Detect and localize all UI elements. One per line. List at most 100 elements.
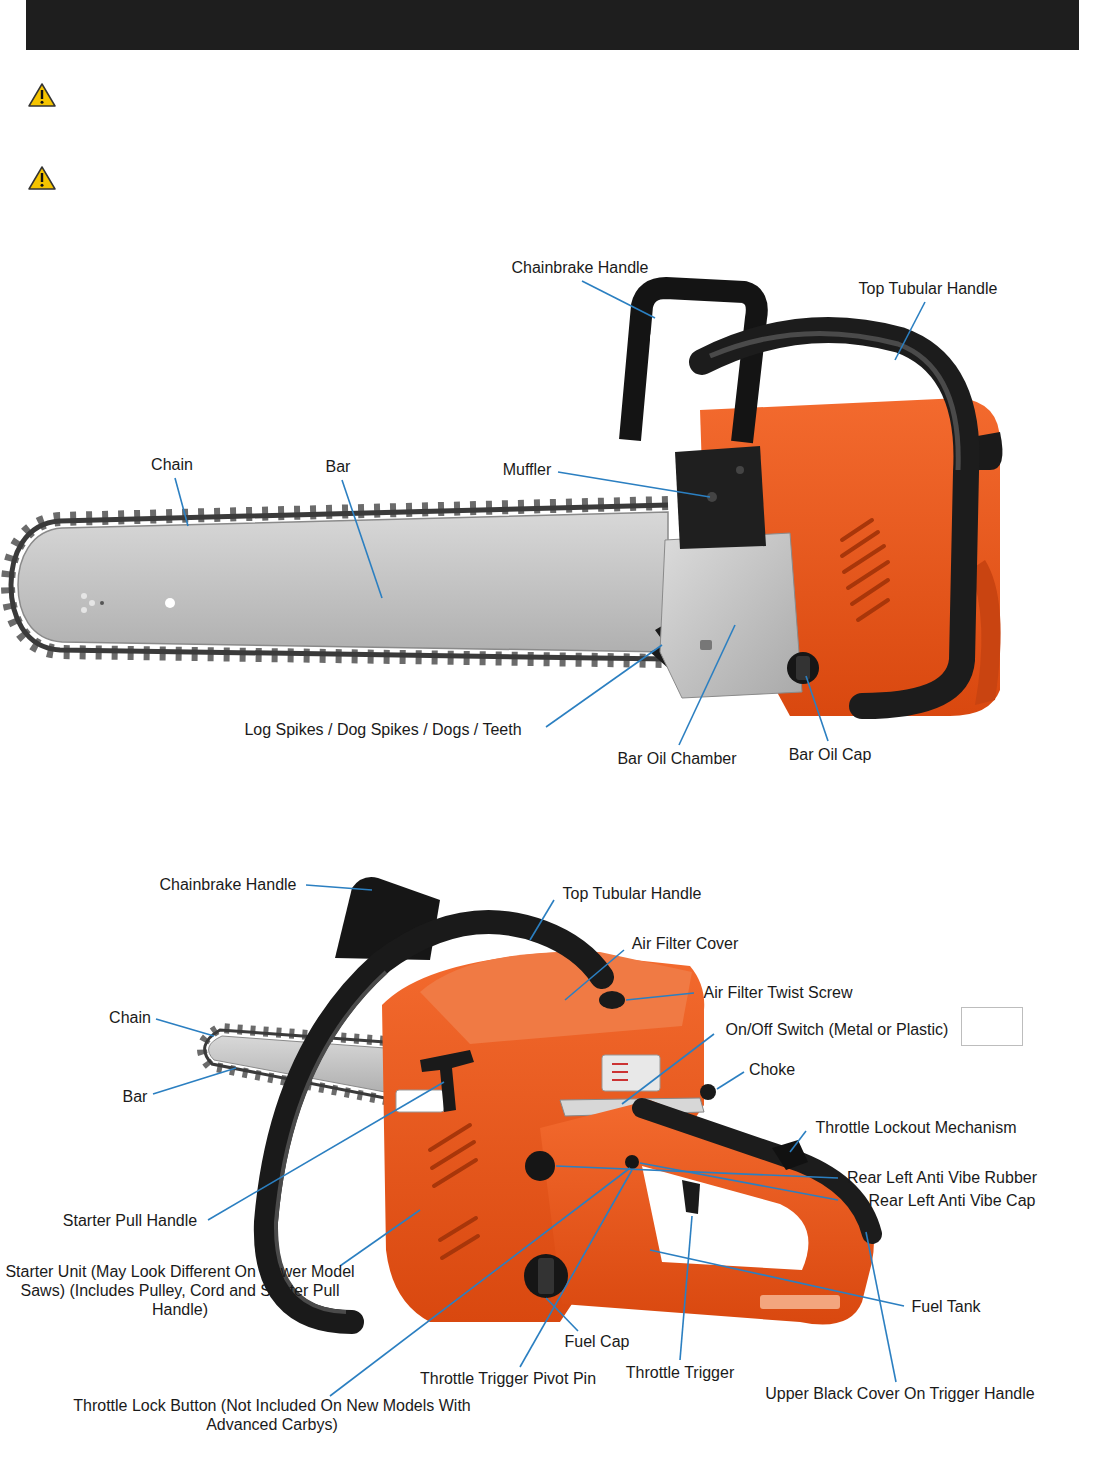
leader-line: [622, 1034, 714, 1104]
chainsaw-rear-view: [772, 1140, 808, 1170]
leader-line: [626, 993, 694, 1000]
leader-line: [340, 1210, 420, 1266]
leader-line: [530, 900, 554, 940]
part-label: Throttle Lock Button (Not Included On Ne…: [62, 1396, 482, 1434]
leader-line: [556, 1166, 838, 1178]
part-label: Air Filter Twist Screw: [703, 983, 852, 1002]
warning-icon: [41, 173, 43, 182]
leader-line: [546, 1298, 578, 1331]
part-label: Rear Left Anti Vibe Rubber: [847, 1168, 1037, 1187]
chainsaw-rear-view: [202, 877, 874, 1324]
leader-line: [806, 676, 828, 741]
leader-line: [558, 472, 710, 497]
chainsaw-rear-view: [625, 1155, 639, 1169]
chainsaw-side-view: [858, 600, 888, 620]
chainsaw-side-view: [675, 446, 766, 549]
leader-line: [717, 1072, 744, 1089]
warning-icon: [29, 167, 55, 189]
chainsaw-rear-view: [612, 1064, 628, 1080]
chainsaw-side-view: [736, 466, 744, 474]
chainsaw-rear-view: [612, 1063, 628, 1065]
leader-line: [680, 1216, 692, 1360]
chainsaw-side-view: [787, 652, 819, 684]
leader-line: [520, 1170, 632, 1367]
chainsaw-rear-view: [612, 1071, 628, 1073]
part-label: Bar Oil Chamber: [617, 749, 736, 768]
part-label: Bar: [123, 1087, 148, 1106]
leader-line: [895, 302, 925, 360]
leader-line: [306, 885, 372, 890]
leader-line: [546, 645, 662, 727]
chainsaw-side-view: [8, 288, 1002, 716]
chainsaw-rear-view: [396, 1090, 444, 1112]
leader-line: [565, 950, 624, 1000]
part-label: Chain: [109, 1008, 151, 1027]
leader-line: [866, 1232, 896, 1382]
chainsaw-rear-view: [420, 1050, 474, 1112]
chainsaw-rear-view: [599, 991, 625, 1009]
leader-line: [156, 1019, 214, 1036]
chainsaw-side-view: [700, 640, 712, 650]
chainsaw-side-view: [11, 505, 668, 659]
chainsaw-side-view: [8, 503, 668, 661]
chainsaw-side-view: [100, 601, 104, 605]
leader-line: [153, 281, 925, 1396]
chainsaw-rear-view: [682, 1180, 700, 1214]
leader-line: [582, 281, 655, 318]
part-label: Bar Oil Cap: [789, 745, 872, 764]
part-label: Chain: [151, 455, 193, 474]
part-label: Rear Left Anti Vibe Cap: [869, 1191, 1036, 1210]
part-label: Log Spikes / Dog Spikes / Dogs / Teeth: [244, 720, 521, 739]
part-label: Fuel Cap: [565, 1332, 630, 1351]
header-bar: [26, 0, 1079, 50]
chainsaw-rear-view: [602, 1055, 660, 1091]
chainsaw-rear-view: [442, 1236, 478, 1258]
chainsaw-rear-view: [612, 1079, 628, 1081]
chainsaw-rear-view: [266, 922, 602, 1322]
blank-box: [962, 1008, 1023, 1046]
chainsaw-side-view: [165, 598, 175, 608]
part-label: Top Tubular Handle: [563, 884, 702, 903]
chainsaw-side-view: [796, 656, 810, 680]
chainsaw-rear-view: [760, 1295, 840, 1309]
leader-line: [153, 1068, 236, 1094]
chainsaw-rear-view: [434, 1160, 476, 1186]
part-label: Throttle Trigger Pivot Pin: [420, 1369, 596, 1388]
part-label: Chainbrake Handle: [512, 258, 649, 277]
leader-line: [208, 1082, 444, 1220]
leader-line: [679, 625, 735, 745]
leader-line: [342, 480, 382, 598]
chainsaw-side-view: [18, 512, 668, 652]
part-label: Chainbrake Handle: [160, 875, 297, 894]
warning-icon: [41, 184, 44, 187]
part-label: Top Tubular Handle: [859, 279, 998, 298]
chainsaw-rear-view: [700, 1084, 716, 1100]
warning-icon: [29, 167, 55, 189]
chainsaw-side-view: [702, 330, 966, 706]
warning-icon: [29, 84, 55, 106]
part-label: Muffler: [503, 460, 552, 479]
leader-line: [790, 1131, 806, 1152]
chainsaw-side-view: [710, 333, 958, 470]
part-label: Starter Unit (May Look Different On Newe…: [4, 1262, 356, 1319]
warning-icon: [41, 101, 44, 104]
chainsaw-rear-view: [430, 1125, 478, 1258]
chainsaw-rear-view: [525, 1151, 555, 1181]
warning-icon: [29, 84, 55, 106]
leader-line: [175, 478, 188, 526]
chainsaw-side-view: [842, 520, 888, 620]
warning-icon: [41, 90, 43, 99]
part-label: On/Off Switch (Metal or Plastic): [726, 1020, 949, 1039]
chainsaw-rear-view: [276, 972, 386, 1312]
chainsaw-side-view: [81, 593, 87, 599]
part-label: Fuel Tank: [911, 1297, 980, 1316]
chainsaw-side-view: [852, 580, 888, 604]
part-label: Air Filter Cover: [632, 934, 739, 953]
chainsaw-side-view: [660, 533, 802, 698]
chainsaw-rear-view: [538, 1258, 554, 1294]
leader-line: [640, 1163, 838, 1200]
part-label: Throttle Trigger: [626, 1363, 734, 1382]
chainsaw-rear-view: [440, 1218, 476, 1240]
part-label: Choke: [749, 1060, 795, 1079]
